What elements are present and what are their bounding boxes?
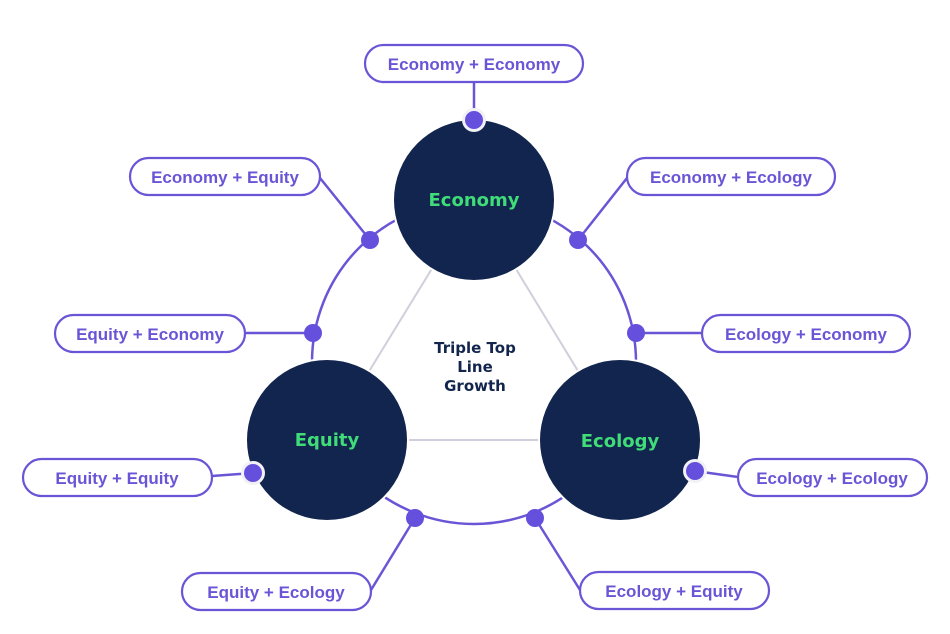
pill-equity-ecology-border bbox=[180, 571, 373, 612]
pill-ecology-ecology-border bbox=[736, 457, 929, 498]
node-equity[interactable]: Equity bbox=[245, 358, 409, 522]
pill-equity-ecology-label: Equity + Ecology bbox=[207, 583, 345, 602]
dot-equity-equity[interactable] bbox=[244, 464, 262, 482]
connection-pills: Economy + Economy Economy + Equity Econo… bbox=[21, 43, 929, 612]
pill-ecology-ecology-label: Ecology + Ecology bbox=[756, 469, 908, 488]
dot-ecology-economy[interactable] bbox=[627, 324, 645, 342]
pill-economy-equity[interactable]: Economy + Equity bbox=[128, 156, 322, 197]
pill-economy-ecology-label: Economy + Ecology bbox=[650, 168, 813, 187]
ring-dots bbox=[241, 108, 707, 527]
pill-ecology-equity-border bbox=[578, 570, 771, 611]
center-label-line-3: Growth bbox=[444, 377, 506, 395]
node-economy-label: Economy bbox=[428, 190, 519, 211]
pill-ecology-economy-label: Ecology + Economy bbox=[725, 325, 888, 344]
pill-equity-economy-border bbox=[53, 313, 247, 354]
node-ecology-label: Ecology bbox=[581, 431, 660, 452]
connector-equity-ecology bbox=[369, 517, 417, 591]
pill-economy-economy-label: Economy + Economy bbox=[388, 55, 561, 74]
dot-equity-economy[interactable] bbox=[304, 324, 322, 342]
pill-economy-equity-label: Economy + Equity bbox=[151, 168, 299, 187]
pill-economy-economy-border bbox=[363, 43, 585, 84]
connector-economy-equity bbox=[319, 177, 371, 241]
dot-economy-equity[interactable] bbox=[361, 231, 379, 249]
node-equity-label: Equity bbox=[295, 430, 360, 451]
pill-economy-ecology-border bbox=[625, 156, 837, 197]
dot-ecology-ecology[interactable] bbox=[686, 462, 704, 480]
node-equity-circle bbox=[245, 358, 409, 522]
dot-equity-ecology[interactable] bbox=[406, 509, 424, 527]
center-label: Triple Top Line Growth bbox=[434, 339, 516, 395]
pill-economy-economy[interactable]: Economy + Economy bbox=[363, 43, 585, 84]
pill-economy-equity-border bbox=[128, 156, 322, 197]
pill-equity-economy-label: Equity + Economy bbox=[76, 325, 224, 344]
pill-equity-ecology[interactable]: Equity + Ecology bbox=[180, 571, 373, 612]
pill-economy-ecology[interactable]: Economy + Ecology bbox=[625, 156, 837, 197]
dot-economy-ecology[interactable] bbox=[569, 231, 587, 249]
connector-ecology-equity bbox=[533, 517, 582, 591]
node-economy[interactable]: Economy bbox=[392, 118, 556, 282]
pill-equity-economy[interactable]: Equity + Economy bbox=[53, 313, 247, 354]
dot-ecology-equity[interactable] bbox=[526, 509, 544, 527]
pill-ecology-ecology[interactable]: Ecology + Ecology bbox=[736, 457, 929, 498]
pill-equity-equity-border bbox=[21, 457, 214, 498]
pill-equity-equity-label: Equity + Equity bbox=[55, 469, 179, 488]
center-label-line-1: Triple Top bbox=[434, 339, 516, 357]
pill-equity-equity[interactable]: Equity + Equity bbox=[21, 457, 214, 498]
node-ecology[interactable]: Ecology bbox=[538, 358, 702, 522]
connector-economy-ecology bbox=[577, 177, 628, 241]
pill-ecology-equity-label: Ecology + Equity bbox=[605, 582, 743, 601]
pill-ecology-economy[interactable]: Ecology + Economy bbox=[700, 313, 912, 354]
node-ecology-circle bbox=[538, 358, 702, 522]
pill-ecology-economy-border bbox=[700, 313, 912, 354]
dot-economy-economy[interactable] bbox=[465, 111, 483, 129]
pill-ecology-equity[interactable]: Ecology + Equity bbox=[578, 570, 771, 611]
center-label-line-2: Line bbox=[457, 358, 493, 376]
